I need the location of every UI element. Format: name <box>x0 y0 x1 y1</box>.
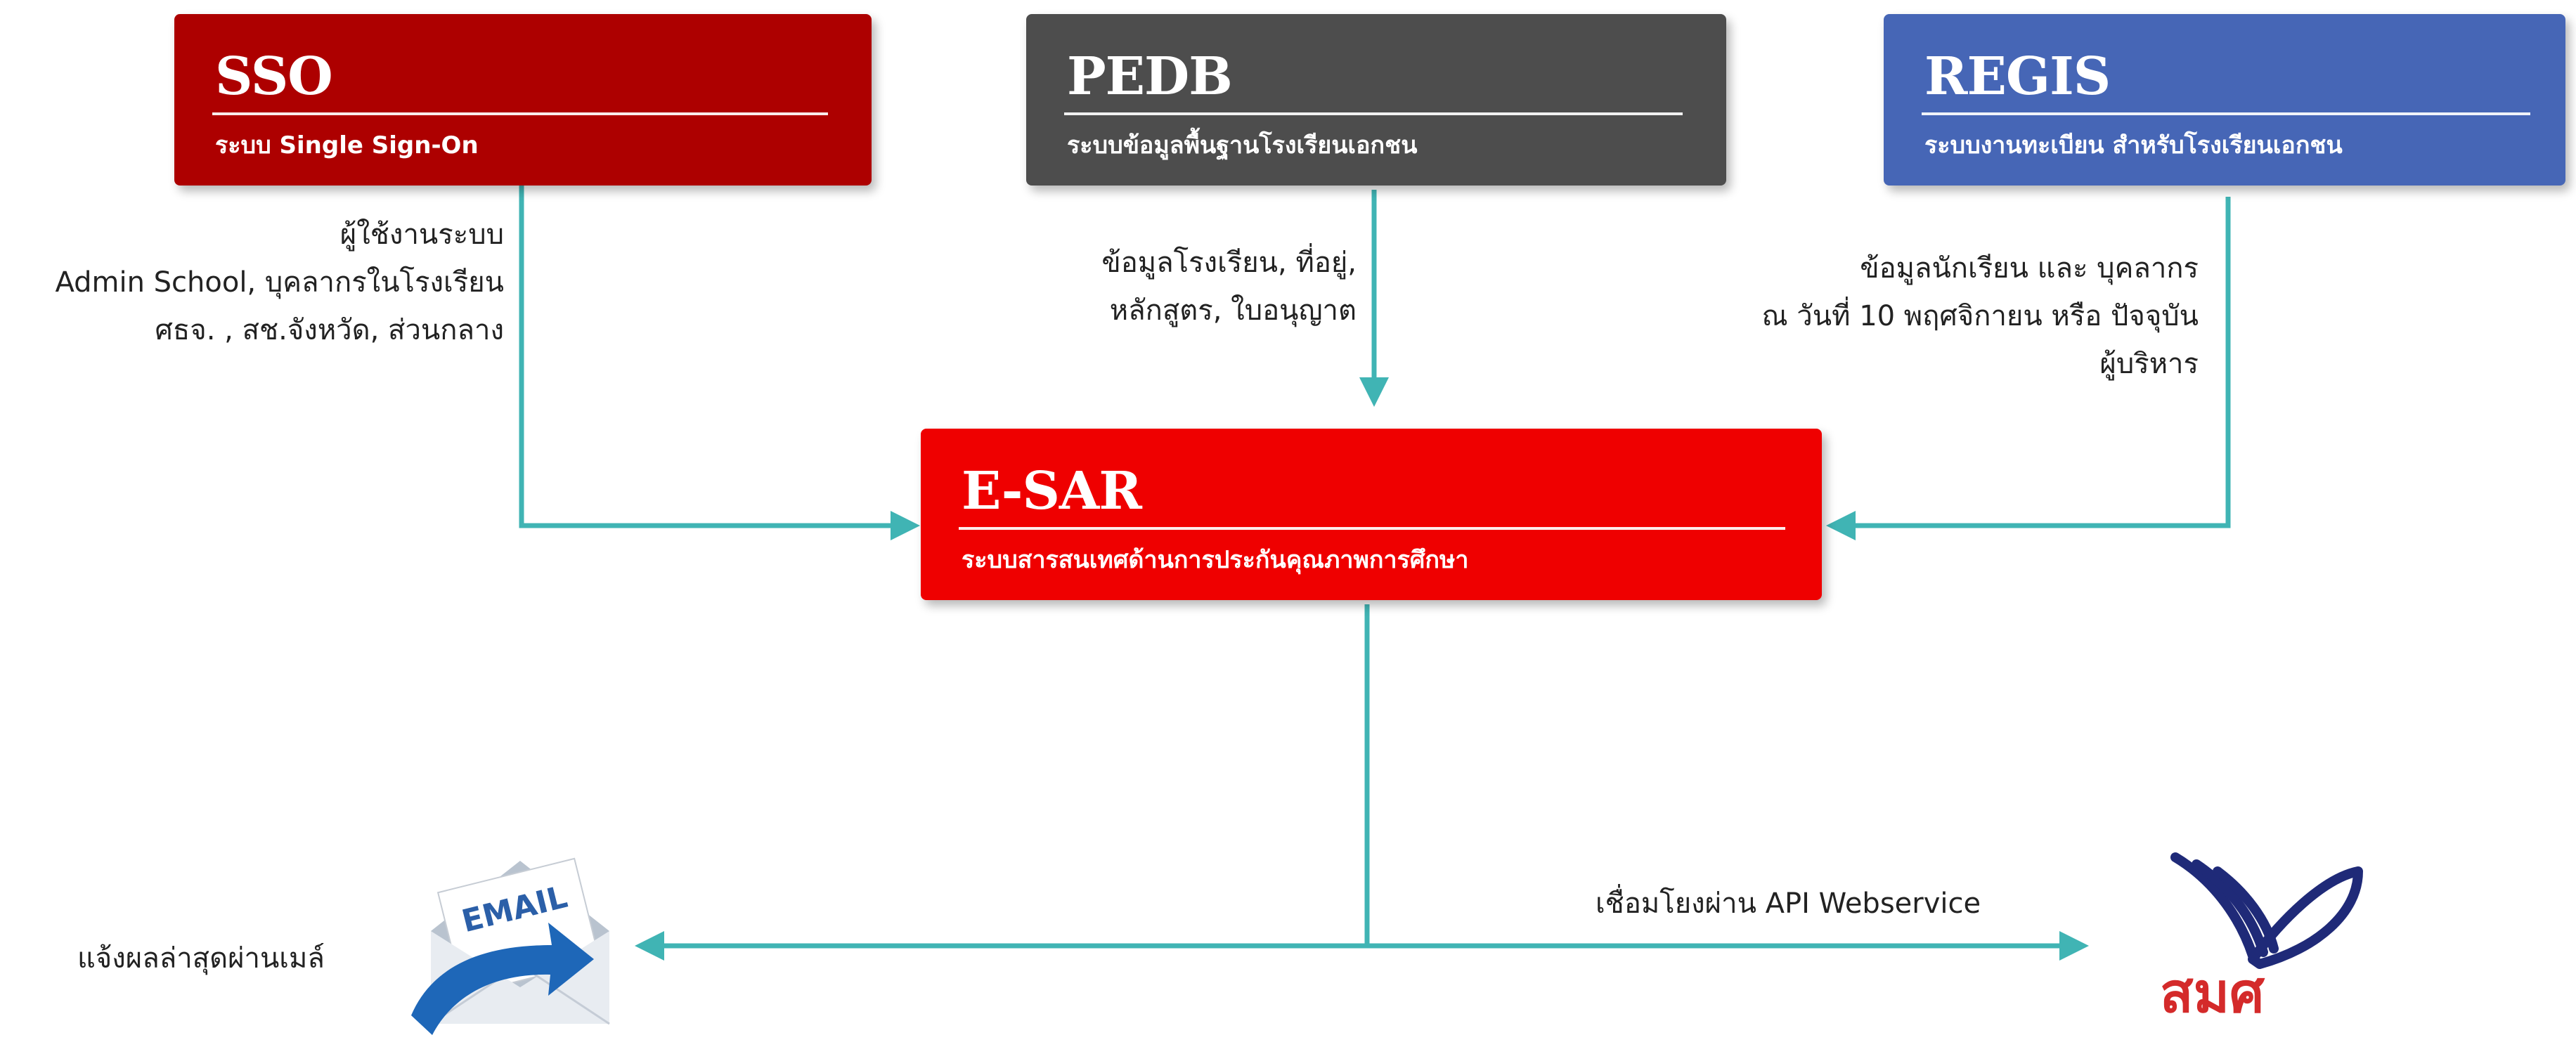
sso-to-esar-connector <box>519 184 920 540</box>
api-caption: เชื่อมโยงผ่าน API Webservice <box>1596 887 1981 920</box>
esar-subtitle: ระบบสารสนเทศด้านการประกันคุณภาพการศึกษา <box>962 546 1469 574</box>
esar-title: E-SAR <box>962 461 1142 521</box>
onesqa-logo-icon: สมศ <box>2147 836 2372 1033</box>
pedb-caption: ข้อมูลโรงเรียน, ที่อยู่, หลักสูตร, ใบอนุ… <box>1101 239 1357 334</box>
pedb-caption-line: ข้อมูลโรงเรียน, ที่อยู่, <box>1101 247 1357 279</box>
esar-divider <box>959 527 1785 530</box>
regis-caption-line: ผู้บริหาร <box>2099 348 2199 380</box>
sso-caption-line: ผู้ใช้งานระบบ <box>339 219 504 251</box>
pedb-title: PEDB <box>1067 46 1233 107</box>
regis-divider <box>1922 112 2530 115</box>
sso-divider <box>212 112 828 115</box>
pedb-subtitle: ระบบข้อมูลพื้นฐานโรงเรียนเอกชน <box>1067 131 1418 160</box>
sso-caption: ผู้ใช้งานระบบ Admin School, บุคลากรในโรง… <box>55 211 504 354</box>
sso-caption-line: Admin School, บุคลากรในโรงเรียน <box>55 266 504 299</box>
sso-title: SSO <box>215 46 333 107</box>
regis-caption-line: ข้อมูลนักเรียน และ บุคลากร <box>1860 252 2199 285</box>
email-caption: แจ้งผลล่าสุดผ่านเมล์ <box>77 942 325 975</box>
regis-box: REGIS ระบบงานทะเบียน สำหรับโรงเรียนเอกชน <box>1884 14 2565 186</box>
regis-title: REGIS <box>1924 46 2111 107</box>
regis-caption: ข้อมูลนักเรียน และ บุคลากร ณ วันที่ 10 พ… <box>1761 245 2199 388</box>
onesqa-logo-text: สมศ <box>2160 962 2265 1025</box>
pedb-divider <box>1064 112 1683 115</box>
pedb-caption-line: หลักสูตร, ใบอนุญาต <box>1109 294 1357 327</box>
regis-subtitle: ระบบงานทะเบียน สำหรับโรงเรียนเอกชน <box>1924 131 2343 160</box>
esar-box: E-SAR ระบบสารสนเทศด้านการประกันคุณภาพการ… <box>921 429 1822 600</box>
sso-subtitle: ระบบ Single Sign-On <box>215 131 479 160</box>
pedb-box: PEDB ระบบข้อมูลพื้นฐานโรงเรียนเอกชน <box>1026 14 1726 186</box>
sso-box: SSO ระบบ Single Sign-On <box>174 14 872 186</box>
email-envelope-icon: EMAIL <box>404 840 636 1043</box>
sso-caption-line: ศธจ. , สช.จังหวัด, ส่วนกลาง <box>155 314 504 346</box>
regis-to-esar-connector <box>1826 197 2231 540</box>
regis-caption-line: ณ วันที่ 10 พฤศจิกายน หรือ ปัจจุบัน <box>1761 300 2199 332</box>
